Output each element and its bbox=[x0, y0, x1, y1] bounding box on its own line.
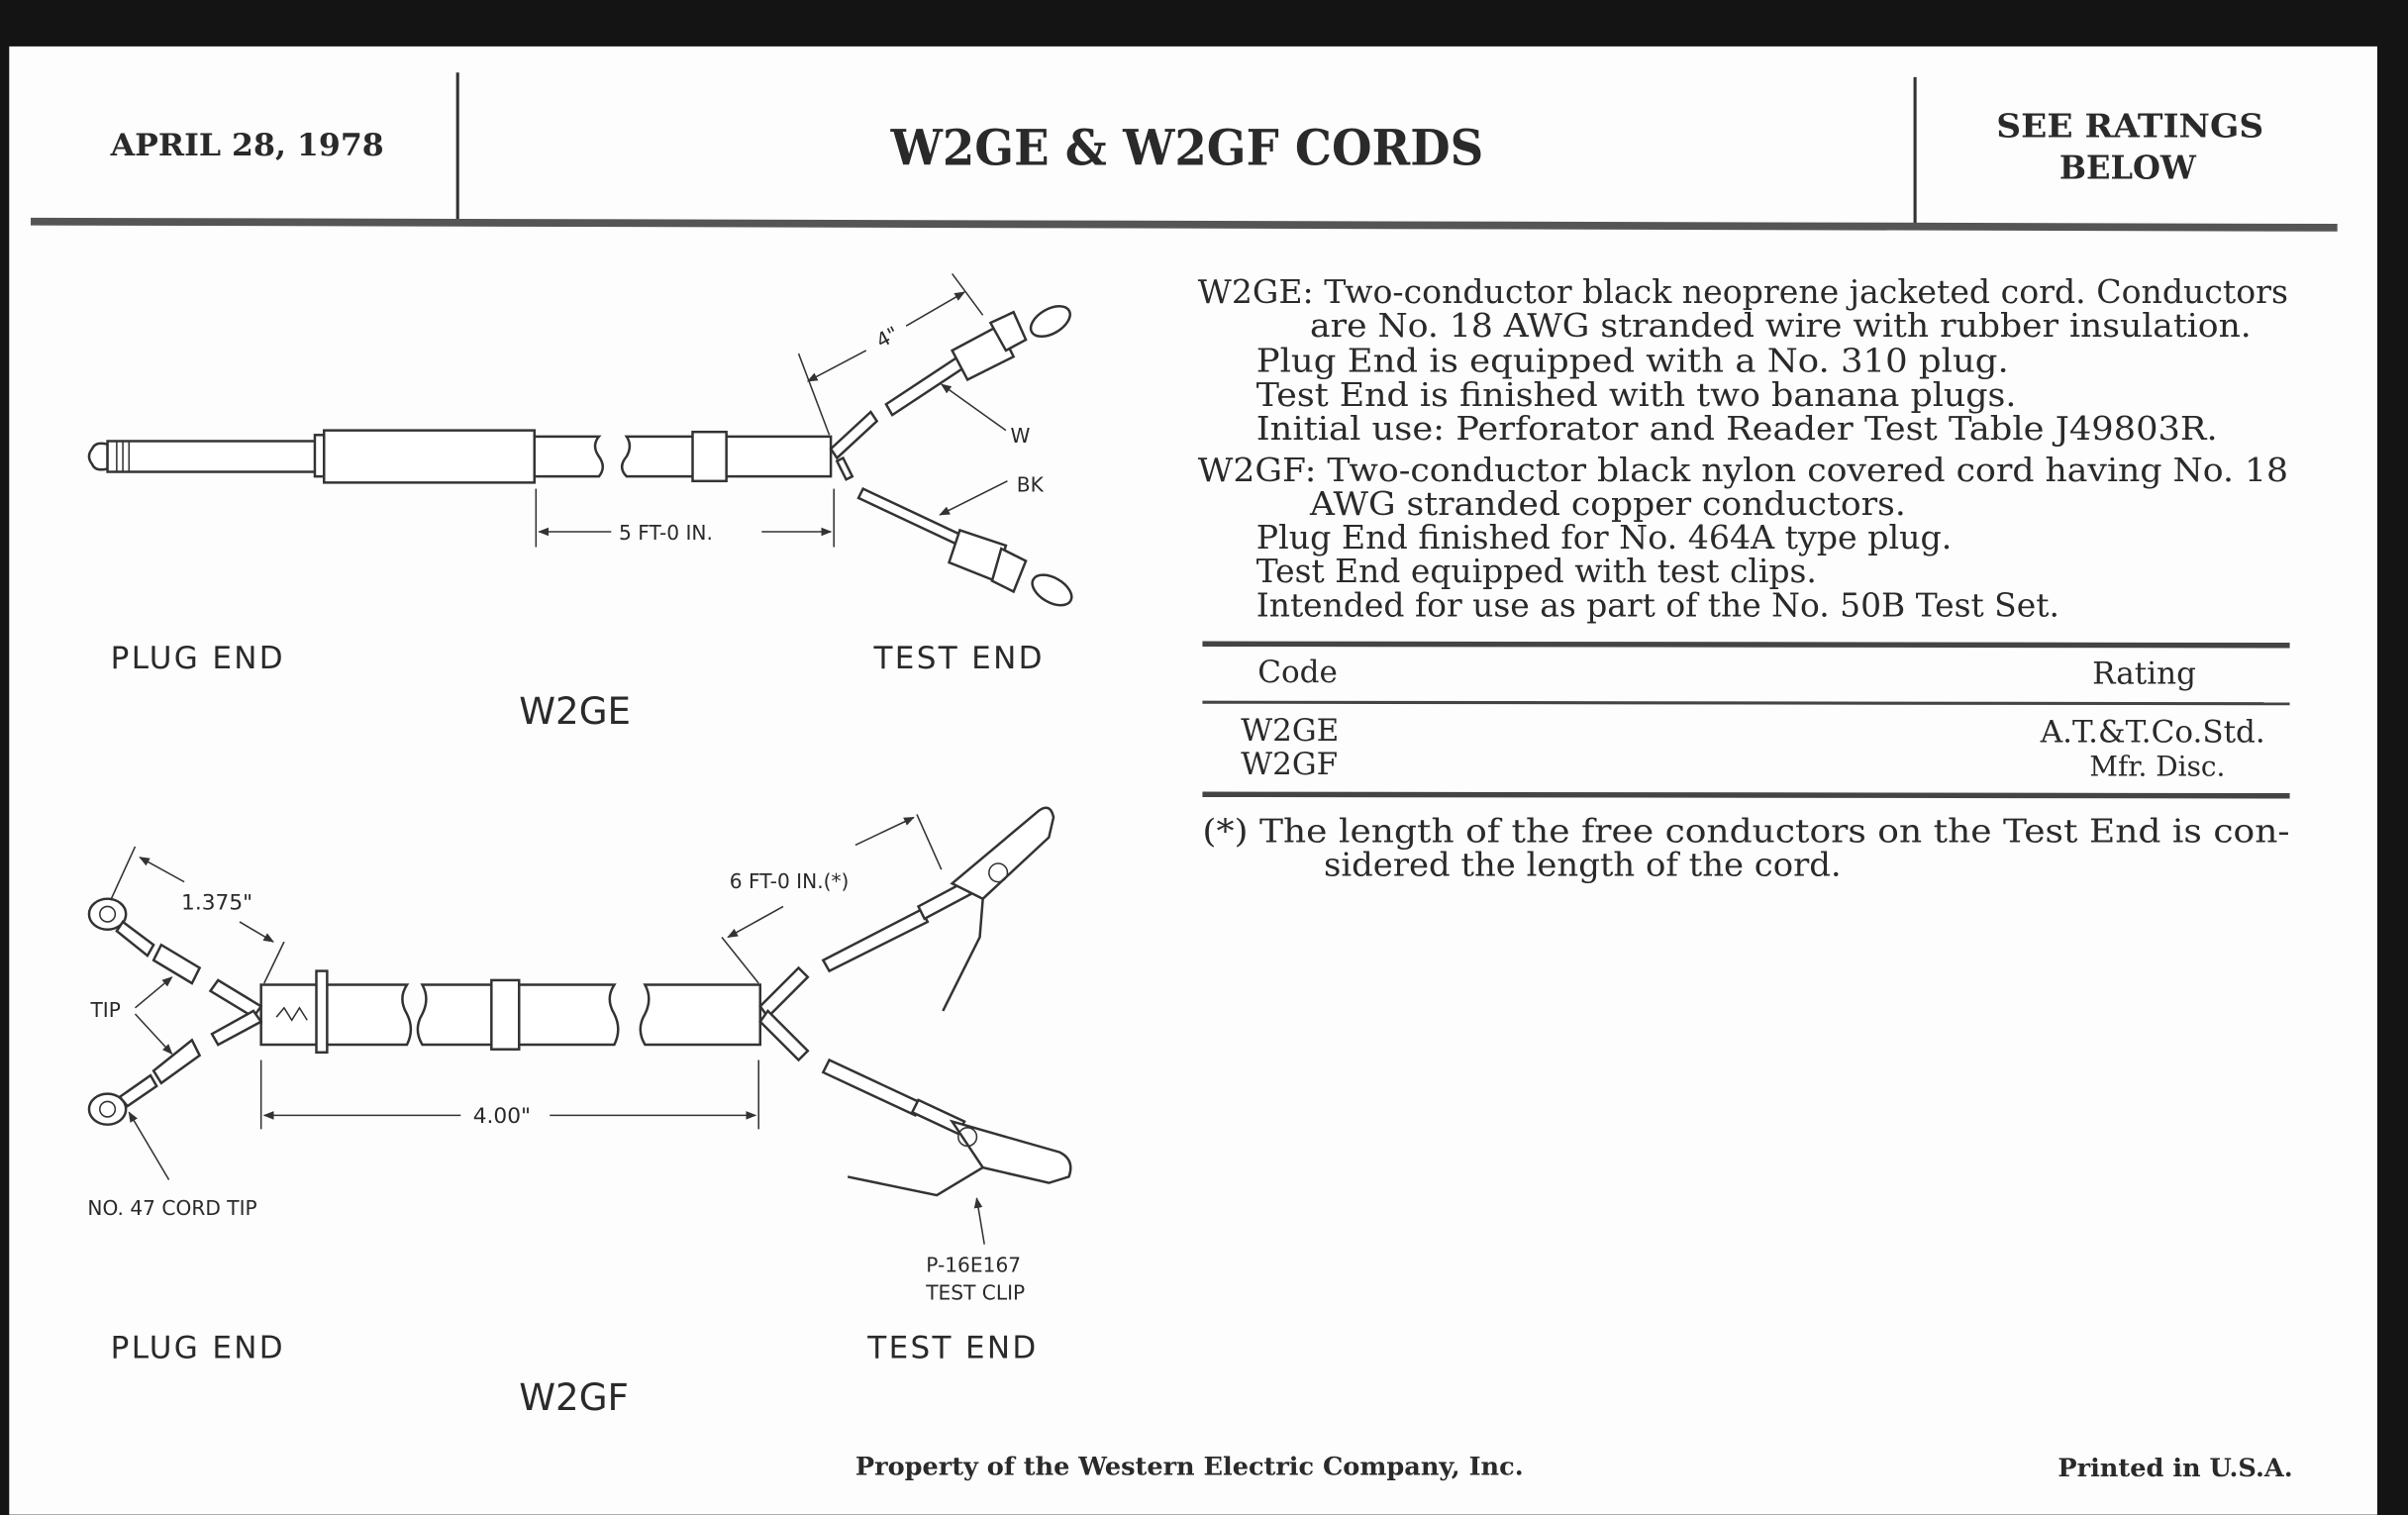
plug-length-label: 4.00" bbox=[473, 1104, 531, 1129]
ratings-note: BELOW bbox=[2059, 148, 2196, 186]
w2gf-desc-line: Test End equipped with test clips. bbox=[1256, 553, 1817, 590]
column-header-code: Code bbox=[1257, 655, 1338, 690]
cord-tip-lug-icon bbox=[87, 897, 155, 958]
w2ge-diagram: 5 FT-0 IN. 4" W BK PLUG END TEST END W2G… bbox=[87, 272, 1073, 733]
w2ge-desc-line: are No. 18 AWG stranded wire with rubber… bbox=[1310, 307, 2252, 345]
description: W2GE: Two-conductor black neoprene jacke… bbox=[1198, 273, 2288, 624]
plug-end-label: PLUG END bbox=[111, 1330, 285, 1365]
ratings-table: Code Rating W2GE A.T.&T.Co.Std. W2GF Mfr… bbox=[1202, 641, 2290, 799]
w2ge-desc-line: Test End is finished with two banana plu… bbox=[1256, 376, 2017, 414]
w2gf-desc-line: Intended for use as part of the No. 50B … bbox=[1256, 586, 2059, 624]
cord-tip-label: NO. 47 CORD TIP bbox=[87, 1196, 256, 1220]
ratings-note: SEE RATINGS bbox=[1996, 106, 2263, 145]
w2gf-desc-line: W2GF: Two-conductor black nylon covered … bbox=[1198, 452, 2288, 489]
banana-plug-icon bbox=[950, 304, 1071, 382]
w2ge-desc-line: W2GE: Two-conductor black neoprene jacke… bbox=[1198, 273, 2288, 311]
banana-plug-icon bbox=[947, 528, 1073, 607]
test-clip-icon bbox=[916, 806, 1055, 1012]
table-rule bbox=[1202, 641, 2290, 649]
header-rule bbox=[31, 217, 2338, 232]
table-rule bbox=[1202, 791, 2290, 799]
test-end-label: TEST END bbox=[866, 1330, 1038, 1365]
w2gf-length-label: 6 FT-0 IN.(*) bbox=[730, 869, 850, 893]
footnote-line: (*) The length of the free conductors on… bbox=[1202, 812, 2289, 850]
w2gf-diagram: 4.00" 1.375" 6 FT-0 IN.(*) TIP NO. 47 CO… bbox=[87, 806, 1072, 1419]
w2gf-desc-line: Plug End finished for No. 464A type plug… bbox=[1256, 519, 1953, 556]
paper bbox=[9, 46, 2377, 1515]
cord-tip-lug-icon bbox=[87, 1073, 158, 1126]
footer-printed: Printed in U.S.A. bbox=[2057, 1454, 2292, 1482]
footnote-line: sidered the length of the cord. bbox=[1324, 846, 1842, 883]
code-cell: W2GF bbox=[1241, 747, 1338, 782]
w2ge-length-label: 5 FT-0 IN. bbox=[619, 521, 713, 545]
table-row: W2GF Mfr. Disc. bbox=[1241, 747, 2225, 783]
test-clip-label: TEST CLIP bbox=[925, 1281, 1025, 1305]
tip-length-label: 1.375" bbox=[181, 891, 252, 916]
footer-property: Property of the Western Electric Company… bbox=[855, 1452, 1524, 1480]
code-cell: W2GE bbox=[1241, 713, 1339, 749]
wire-bk-label: BK bbox=[1017, 473, 1045, 497]
plug-end-label: PLUG END bbox=[111, 641, 285, 676]
date: APRIL 28, 1978 bbox=[110, 128, 384, 163]
rating-cell: Mfr. Disc. bbox=[2089, 751, 2225, 783]
w2ge-desc-line: Plug End is equipped with a No. 310 plug… bbox=[1256, 343, 2009, 380]
w2ge-desc-line: Initial use: Perforator and Reader Test … bbox=[1256, 410, 2218, 448]
w2ge-diagram-title: W2GE bbox=[519, 689, 631, 733]
page-title: W2GE & W2GF CORDS bbox=[890, 118, 1484, 176]
w2gf-diagram-title: W2GF bbox=[519, 1375, 629, 1419]
test-clip-label: P-16E167 bbox=[926, 1254, 1021, 1277]
test-end-label: TEST END bbox=[873, 641, 1045, 676]
table-rule bbox=[1202, 700, 2290, 706]
tip-label: TIP bbox=[90, 998, 121, 1022]
wire-w-label: W bbox=[1011, 424, 1031, 448]
table-row: W2GE A.T.&T.Co.Std. bbox=[1241, 713, 2265, 751]
test-clip-icon bbox=[847, 1098, 1072, 1197]
rating-cell: A.T.&T.Co.Std. bbox=[2040, 714, 2265, 750]
w2gf-desc-line: AWG stranded copper conductors. bbox=[1309, 485, 1906, 523]
column-header-rating: Rating bbox=[2092, 656, 2196, 692]
header: APRIL 28, 1978 W2GE & W2GF CORDS SEE RAT… bbox=[31, 72, 2338, 232]
